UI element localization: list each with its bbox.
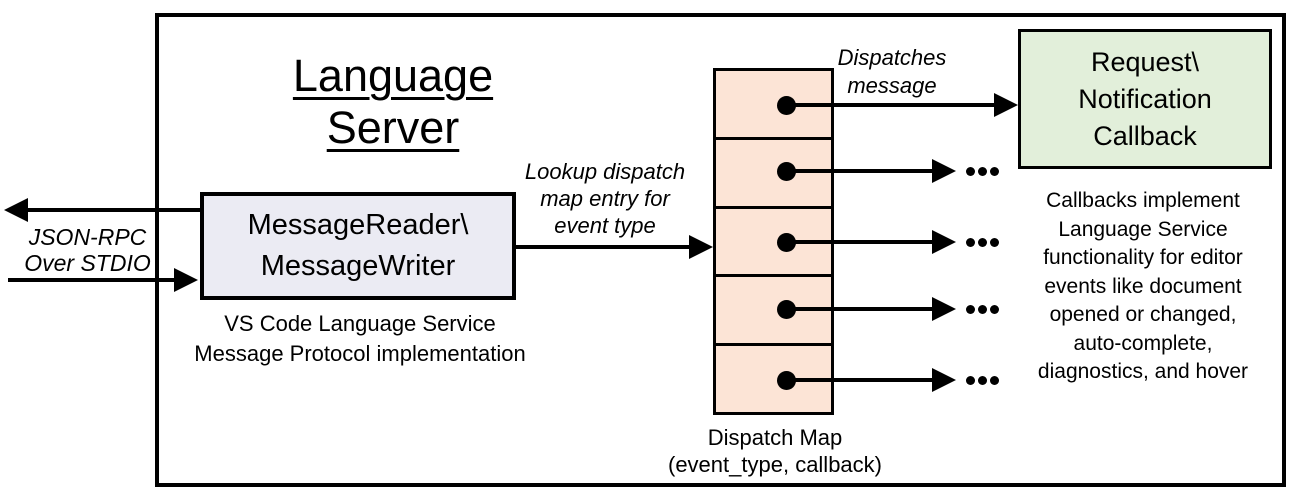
dispatches-message-label: Dispatches message: [837, 45, 947, 98]
arrow-line: [786, 307, 934, 311]
arrowhead-right-icon: [994, 93, 1018, 117]
dispatch-map-cell: [716, 71, 831, 140]
arrow-line: [786, 103, 996, 107]
stdio-label: JSON-RPC Over STDIO: [24, 224, 151, 276]
arrowhead-right-icon: [932, 159, 956, 183]
message-reader-writer-box: MessageReader\ MessageWriter: [200, 192, 516, 300]
dispatch-map-caption: Dispatch Map (event_type, callback): [668, 425, 882, 477]
arrow-line: [786, 169, 934, 173]
arrowhead-right-icon: [689, 235, 713, 259]
arrowhead-right-icon: [932, 368, 956, 392]
language-server-boundary: [155, 13, 1286, 487]
arrow-line: [516, 245, 691, 249]
dispatch-map-cell: [716, 209, 831, 278]
arrowhead-right-icon: [932, 230, 956, 254]
ellipsis-icon: [966, 305, 999, 314]
diagram-title: Language Server: [292, 50, 494, 153]
arrow-line: [8, 278, 176, 282]
arrowhead-right-icon: [932, 297, 956, 321]
arrow-line: [786, 378, 934, 382]
message-reader-writer-label: MessageReader\ MessageWriter: [247, 209, 469, 282]
ellipsis-icon: [966, 238, 999, 247]
callbacks-note: Callbacks implement Language Service fun…: [1037, 189, 1249, 383]
arrowhead-right-icon: [174, 268, 198, 292]
ellipsis-icon: [966, 376, 999, 385]
callback-box-label: Request\ Notification Callback: [1078, 46, 1212, 151]
arrow-line: [786, 240, 934, 244]
dispatch-map-cell: [716, 277, 831, 347]
arrow-line: [24, 208, 200, 212]
request-notification-callback-box: Request\ Notification Callback: [1018, 29, 1272, 169]
dispatch-map-cell: [716, 140, 831, 209]
lookup-label: Lookup dispatch map entry for event type: [524, 159, 686, 238]
reader-caption: VS Code Language Service Message Protoco…: [194, 311, 526, 366]
ellipsis-icon: [966, 167, 999, 176]
